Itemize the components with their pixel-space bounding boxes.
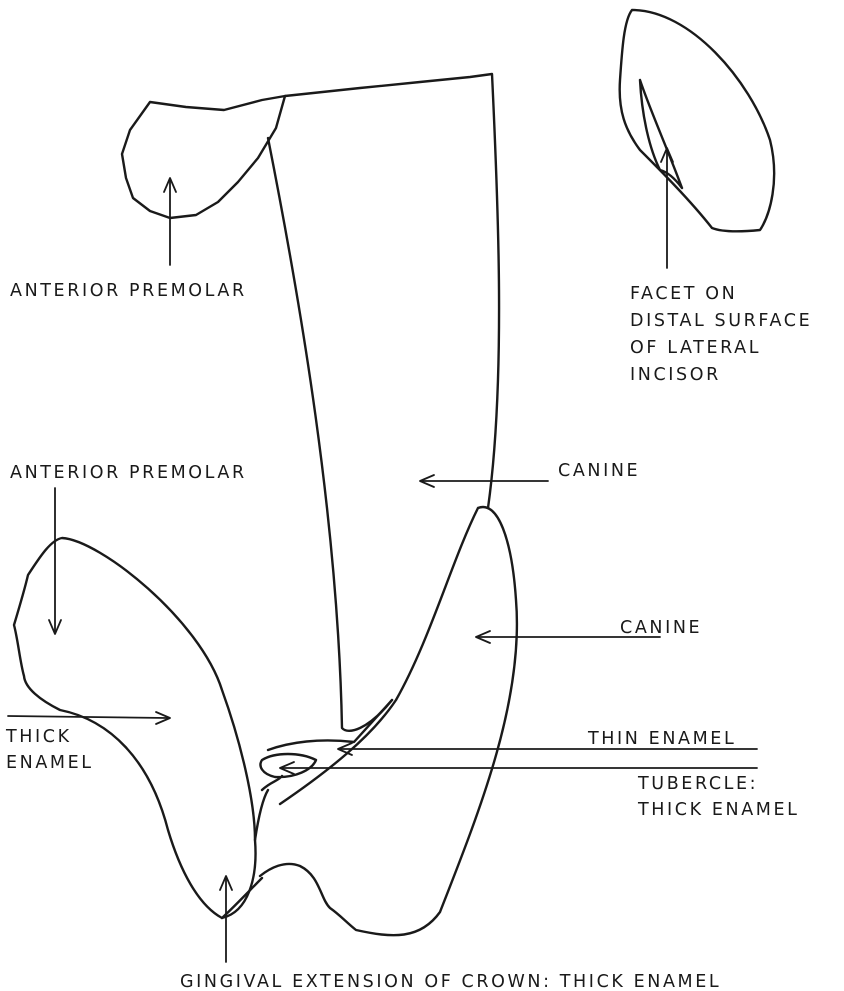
label-thin-enamel: THIN ENAMEL: [587, 729, 736, 749]
label-facet-line-1: FACET ON: [630, 284, 737, 304]
anterior-premolar-upper-outline: [122, 96, 285, 218]
label-anterior-premolar-upper: ANTERIOR PREMOLAR: [10, 281, 247, 301]
label-anterior-premolar-mid: ANTERIOR PREMOLAR: [10, 463, 247, 483]
label-tubercle-line-1: TUBERCLE:: [637, 774, 758, 794]
tubercle-outline: [261, 700, 392, 790]
arrow-tubercle: [280, 762, 757, 774]
label-gingival-extension: GINGIVAL EXTENSION OF CROWN: THICK ENAME…: [180, 972, 721, 991]
label-facet-line-3: OF LATERAL: [630, 338, 761, 358]
canine-upper-outline: [268, 74, 499, 731]
label-canine-lower: CANINE: [620, 618, 702, 638]
label-canine-upper: CANINE: [558, 461, 640, 481]
arrow-facet: [661, 148, 673, 268]
label-facet-line-2: DISTAL SURFACE: [630, 311, 812, 331]
lateral-incisor-outline: [620, 10, 774, 231]
label-tubercle-line-2: THICK ENAMEL: [637, 800, 800, 820]
arrow-canine-upper: [420, 475, 548, 487]
arrow-anterior-premolar-upper: [164, 178, 176, 265]
label-facet-line-4: INCISOR: [630, 365, 721, 385]
label-thick-enamel-line-2: ENAMEL: [6, 753, 94, 773]
arrow-anterior-premolar-mid: [49, 488, 61, 634]
arrow-thick-enamel: [8, 712, 170, 724]
canine-lower-outline: [260, 507, 517, 935]
label-thick-enamel-line-1: THICK: [5, 727, 72, 747]
